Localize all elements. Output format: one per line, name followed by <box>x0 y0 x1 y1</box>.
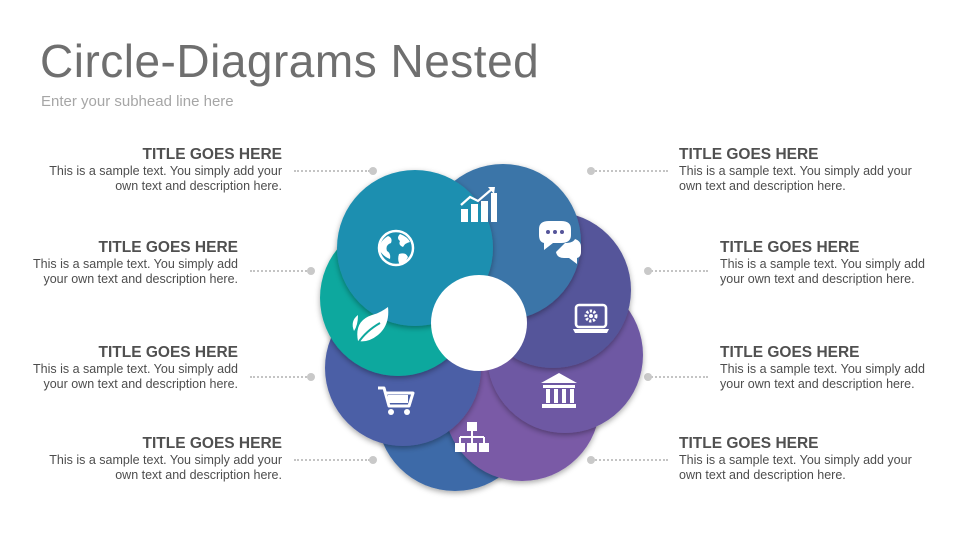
text-block-6: TITLE GOES HERE This is a sample text. Y… <box>720 239 930 287</box>
block-title: TITLE GOES HERE <box>679 435 819 452</box>
block-title: TITLE GOES HERE <box>142 146 282 163</box>
text-block-2: TITLE GOES HERE This is a sample text. Y… <box>28 239 238 287</box>
center-hole <box>431 275 527 371</box>
block-description: This is a sample text. You simply add yo… <box>679 164 912 193</box>
text-block-4: TITLE GOES HERE This is a sample text. Y… <box>42 435 282 483</box>
block-title: TITLE GOES HERE <box>98 239 238 256</box>
connector-line <box>294 170 370 172</box>
page-title: Circle-Diagrams Nested <box>40 35 540 87</box>
connector-dot <box>369 456 377 464</box>
page-subtitle: Enter your subhead line here <box>41 93 234 110</box>
connector-dot <box>307 373 315 381</box>
connector-line <box>250 270 310 272</box>
text-block-1: TITLE GOES HERE This is a sample text. Y… <box>42 146 282 194</box>
block-title: TITLE GOES HERE <box>98 344 238 361</box>
hierarchy-icon <box>455 422 489 452</box>
text-block-3: TITLE GOES HERE This is a sample text. Y… <box>28 344 238 392</box>
block-title: TITLE GOES HERE <box>720 344 860 361</box>
block-title: TITLE GOES HERE <box>679 146 819 163</box>
connector-dot <box>369 167 377 175</box>
connector-dot <box>644 373 652 381</box>
connector-line <box>294 459 370 461</box>
connector-dot <box>307 267 315 275</box>
connector-dot <box>644 267 652 275</box>
bank-icon <box>541 373 577 408</box>
connector-line <box>592 170 668 172</box>
block-description: This is a sample text. You simply add yo… <box>679 453 912 482</box>
block-description: This is a sample text. You simply add yo… <box>720 362 925 391</box>
block-title: TITLE GOES HERE <box>720 239 860 256</box>
text-block-8: TITLE GOES HERE This is a sample text. Y… <box>679 435 919 483</box>
block-description: This is a sample text. You simply add yo… <box>49 453 282 482</box>
laptop-gear-icon <box>573 303 609 333</box>
leaf-icon <box>352 307 389 344</box>
text-block-5: TITLE GOES HERE This is a sample text. Y… <box>679 146 919 194</box>
block-description: This is a sample text. You simply add yo… <box>49 164 282 193</box>
block-description: This is a sample text. You simply add yo… <box>720 257 925 286</box>
text-block-7: TITLE GOES HERE This is a sample text. Y… <box>720 344 930 392</box>
globe-icon <box>377 229 415 267</box>
block-description: This is a sample text. You simply add yo… <box>33 362 238 391</box>
connector-line <box>250 376 310 378</box>
shopping-cart-icon <box>378 386 415 415</box>
connector-line <box>592 459 668 461</box>
block-description: This is a sample text. You simply add yo… <box>33 257 238 286</box>
nested-circle-diagram <box>320 164 643 491</box>
bar-chart-icon <box>460 187 497 222</box>
block-title: TITLE GOES HERE <box>142 435 282 452</box>
connector-dot <box>587 456 595 464</box>
connector-line <box>648 270 708 272</box>
chat-bubbles-icon <box>539 221 581 264</box>
connector-dot <box>587 167 595 175</box>
connector-line <box>648 376 708 378</box>
